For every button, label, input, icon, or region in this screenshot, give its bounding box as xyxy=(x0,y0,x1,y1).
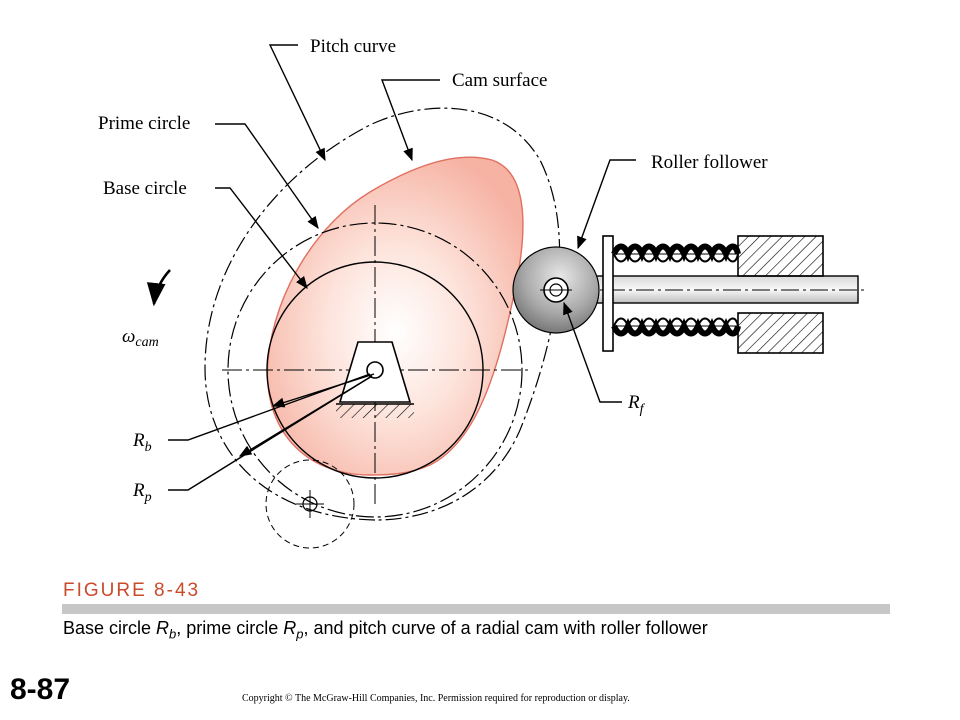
rotation-arrow xyxy=(146,269,171,307)
cam-pivot-support xyxy=(336,341,414,418)
spring-plate xyxy=(602,235,614,352)
rb-label: Rb xyxy=(132,430,152,455)
roller-position-circle xyxy=(265,459,355,549)
rb-radius-line xyxy=(271,373,375,408)
roller-follower-label: Roller follower xyxy=(651,152,768,173)
base-circle-leader xyxy=(215,187,308,289)
cam-surface-label: Cam surface xyxy=(452,70,547,91)
roller-follower xyxy=(512,246,600,334)
prime-circle-leader xyxy=(215,123,319,230)
base-circle-label: Base circle xyxy=(103,178,187,199)
omega-cam-label: ωcam xyxy=(122,326,159,350)
rf-leader xyxy=(563,301,622,403)
copyright-notice: Copyright © The McGraw-Hill Companies, I… xyxy=(242,693,630,704)
pitch-curve-leader xyxy=(268,44,326,162)
rp-label: Rp xyxy=(132,480,152,505)
roller-follower-leader xyxy=(577,159,636,250)
rp-leader xyxy=(168,375,373,491)
rp-radius-line xyxy=(238,375,373,457)
guide-bushing-top xyxy=(737,235,824,277)
pitch-curve-label: Pitch curve xyxy=(310,36,396,57)
prime-circle xyxy=(227,222,523,518)
figure-title: FIGURE 8-43 xyxy=(63,580,201,601)
rb-leader xyxy=(168,373,371,441)
cam-surface xyxy=(266,156,524,476)
slide-number: 8-87 xyxy=(10,673,71,706)
pitch-curve xyxy=(204,107,561,521)
cam-diagram: Pitch curve Cam surface Prime circle Bas… xyxy=(98,36,868,549)
spring xyxy=(611,243,741,337)
guide-bushing-bottom xyxy=(737,312,824,354)
figure-caption: Base circle Rb, prime circle Rp, and pit… xyxy=(63,618,708,642)
rf-label: Rf xyxy=(627,392,646,417)
figure-divider xyxy=(62,604,890,614)
cam-surface-leader xyxy=(380,79,440,162)
prime-circle-label: Prime circle xyxy=(98,113,190,134)
